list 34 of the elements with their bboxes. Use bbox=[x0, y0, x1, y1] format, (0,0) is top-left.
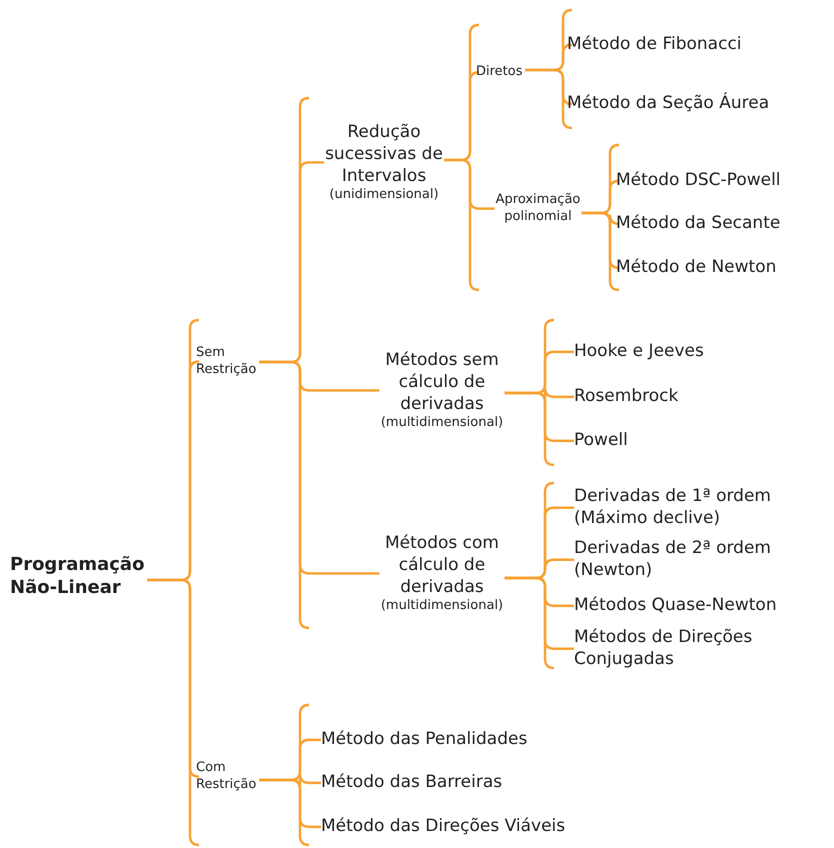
method-label: Método da Seção Áurea bbox=[567, 93, 770, 115]
method-label: Hooke e Jeeves bbox=[574, 341, 705, 363]
method-label: Método da Secante bbox=[616, 213, 782, 235]
root-title: Programação Não-Linear bbox=[10, 553, 146, 600]
dimension-note: (multidimensional) bbox=[380, 415, 504, 431]
brace-connector bbox=[147, 578, 200, 778]
method-label: Método DSC-Powell bbox=[616, 170, 782, 192]
brace-connector bbox=[259, 778, 321, 828]
group-label: Métodos com cálculo de derivadas bbox=[384, 533, 500, 598]
method-label: Métodos de Direções Conjugadas bbox=[574, 627, 754, 670]
method-label: Derivadas de 2ª ordem (Newton) bbox=[574, 538, 772, 582]
method-label: Powell bbox=[574, 430, 629, 452]
category-label: Aproximação polinomial bbox=[494, 192, 582, 226]
method-label: Método de Fibonacci bbox=[567, 34, 743, 56]
method-label: Método das Direções Viáveis bbox=[321, 816, 566, 838]
method-label: Métodos Quase-Newton bbox=[574, 595, 778, 617]
brace-connector bbox=[582, 212, 620, 270]
method-label: Derivadas de 1ª ordem (Máximo declive) bbox=[574, 486, 772, 530]
brace-connector bbox=[259, 360, 380, 575]
group-label: Métodos sem cálculo de derivadas bbox=[384, 350, 500, 416]
method-label: Método de Newton bbox=[616, 257, 778, 279]
dimension-note: (multidimensional) bbox=[380, 598, 504, 614]
category-label: Diretos bbox=[476, 64, 524, 81]
brace-connector bbox=[444, 158, 494, 210]
brace-connector bbox=[525, 68, 574, 106]
group-label: Redução sucessivas de Intervalos bbox=[324, 122, 444, 188]
category-label: Com Restrição bbox=[196, 760, 258, 794]
category-label: Sem Restrição bbox=[196, 345, 258, 378]
method-label: Rosembrock bbox=[574, 386, 680, 408]
brace-connector bbox=[504, 576, 574, 650]
method-label: Método das Penalidades bbox=[321, 729, 528, 751]
brace-connector bbox=[504, 392, 574, 442]
dimension-note: (unidimensional) bbox=[328, 187, 440, 203]
method-label: Método das Barreiras bbox=[321, 772, 504, 794]
